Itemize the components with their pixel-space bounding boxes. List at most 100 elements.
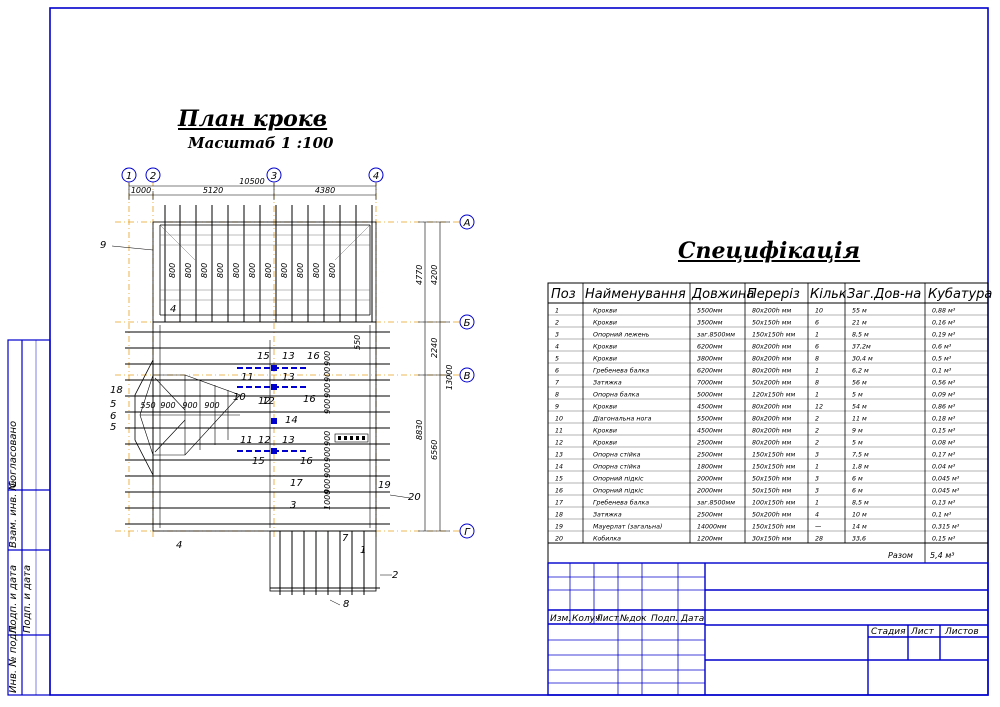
spec-cell: 5500мм	[697, 308, 723, 315]
spacing-800-5: 800	[232, 263, 241, 278]
spec-cell: 1	[555, 308, 559, 315]
dim-4770: 4770	[415, 265, 424, 285]
spec-cell: 6	[815, 344, 819, 351]
spec-cell: 0,045 м³	[932, 476, 960, 483]
spec-cell: 6	[555, 368, 559, 375]
spec-cell: 6200мм	[697, 368, 723, 375]
axis-bubble-g: Г	[459, 523, 475, 539]
pos-label-19: 19	[378, 480, 391, 491]
spec-cell: 0,08 м³	[932, 440, 956, 447]
spec-cell: Крокви	[593, 308, 617, 315]
spec-cell: 8	[815, 380, 819, 387]
spec-cell: 0,15 м³	[932, 428, 956, 435]
spec-header-volume: Кубатура	[928, 287, 992, 302]
spec-cell: Опорний підкіс	[593, 487, 644, 495]
spec-cell: 50x150h мм	[752, 476, 792, 483]
stamp-col-list: Лист	[595, 614, 620, 624]
spec-cell: 33,6	[852, 536, 866, 543]
spec-cell: 0,315 м³	[932, 524, 960, 531]
pos-label-5-b: 5	[110, 422, 116, 433]
right-spacing-900-6: 900	[323, 447, 332, 462]
spec-cell: заг.8500мм	[697, 500, 735, 507]
right-spacing-900-3: 900	[323, 383, 332, 398]
spec-cell: 11	[555, 428, 563, 435]
svg-text:3: 3	[271, 171, 277, 182]
spec-cell: Крокви	[593, 356, 617, 363]
spec-cell: 0,045 м³	[932, 488, 960, 495]
stamp-sheet: Лист	[910, 627, 935, 637]
spec-cell: 10	[815, 308, 823, 315]
spec-cell: Опорний лежень	[593, 332, 650, 339]
spec-cell: Крокви	[593, 320, 617, 327]
spec-cell: 2	[815, 428, 819, 435]
spec-header-section: Переріз	[747, 287, 800, 302]
right-spacing-550: 550	[353, 335, 362, 350]
spec-cell: 50x200h мм	[752, 512, 792, 519]
spec-cell: 8	[815, 356, 819, 363]
top-dimensions	[128, 183, 377, 200]
svg-text:Б: Б	[464, 318, 471, 329]
right-spacing-900-4: 900	[323, 399, 332, 414]
spec-cell: 100x150h мм	[752, 500, 796, 507]
spec-cell: 1	[815, 464, 819, 471]
spec-cell: 10 м	[852, 512, 867, 519]
spec-cell: 4500мм	[697, 404, 723, 411]
spec-cell: Опорний підкіс	[593, 475, 644, 483]
stamp-col-ndoc: №док	[619, 614, 647, 624]
spec-cell: 3800мм	[697, 356, 723, 363]
pos-label-11-bot: 11	[240, 435, 253, 446]
hip-spacing-900-1: 900	[160, 401, 175, 410]
pos-label-5-a: 5	[110, 399, 116, 410]
spec-cell: 30,4 м	[852, 356, 873, 363]
side-strip	[7, 339, 51, 696]
spec-header-qty: Кільк	[810, 287, 847, 302]
spec-cell: 8	[555, 392, 559, 399]
spec-title: Специфікація	[678, 238, 861, 264]
brace-lines	[237, 367, 308, 452]
pos-label-6: 6	[110, 411, 116, 422]
svg-text:Г: Г	[464, 527, 471, 538]
spec-cell: 5	[555, 356, 559, 363]
spec-header-pos: Поз	[551, 287, 576, 302]
stamp-col-podp: Подп.	[651, 614, 678, 624]
side-label-inv-orig: Инв. № подл.	[8, 624, 19, 693]
svg-text:A: A	[463, 218, 471, 229]
pos-label-4-bot: 4	[176, 540, 182, 551]
spec-cell: 150x150h мм	[752, 452, 796, 459]
spec-cell: Затяжка	[593, 380, 622, 387]
spec-cell: 21 м	[852, 320, 867, 327]
right-dimensions	[418, 221, 450, 532]
spec-cell: 14 м	[852, 524, 867, 531]
spec-cell: 0,1 м³	[932, 512, 952, 519]
spec-cell: 15	[555, 476, 563, 483]
spec-cell: 2	[815, 416, 819, 423]
axis-bubble-2: 2	[145, 167, 161, 183]
porch-rafters	[270, 531, 380, 595]
spec-cell: Затяжка	[593, 512, 622, 519]
spec-cell: 150x150h мм	[752, 332, 796, 339]
spec-cell: 0,56 м³	[932, 380, 956, 387]
upper-rafters	[164, 205, 373, 322]
stamp-stage: Стадия	[871, 627, 906, 637]
stamp-col-izm: Изм.	[550, 614, 571, 624]
spec-cell: 80x200h мм	[752, 428, 792, 435]
spec-cell: 18	[555, 512, 563, 519]
spec-cell: 19	[555, 524, 563, 531]
spec-cell: 2	[815, 440, 819, 447]
spec-cell: 0,86 м³	[932, 404, 956, 411]
stamp-col-koluch: Колуч	[572, 614, 600, 624]
spec-cell: 4500мм	[697, 428, 723, 435]
hip-spacing-900-3: 900	[204, 401, 219, 410]
spec-cell: 0,17 м³	[932, 452, 956, 459]
spec-cell: 0,6 м³	[932, 344, 952, 351]
spec-cell: Опорна балка	[593, 391, 639, 399]
spec-header-name: Найменування	[585, 287, 686, 302]
spec-cell: Гребенева балка	[593, 499, 649, 507]
spec-header-total-length: Заг.Дов-на	[847, 287, 921, 302]
spec-cell: Опорна стійка	[593, 451, 641, 459]
svg-text:В: В	[464, 371, 471, 382]
spec-cell: 2000мм	[697, 488, 723, 495]
roof-plan: 1 2 3 4 A Б В Г	[100, 167, 475, 610]
pos-label-9: 9	[100, 240, 106, 251]
spec-cell: 6 м	[852, 488, 863, 495]
